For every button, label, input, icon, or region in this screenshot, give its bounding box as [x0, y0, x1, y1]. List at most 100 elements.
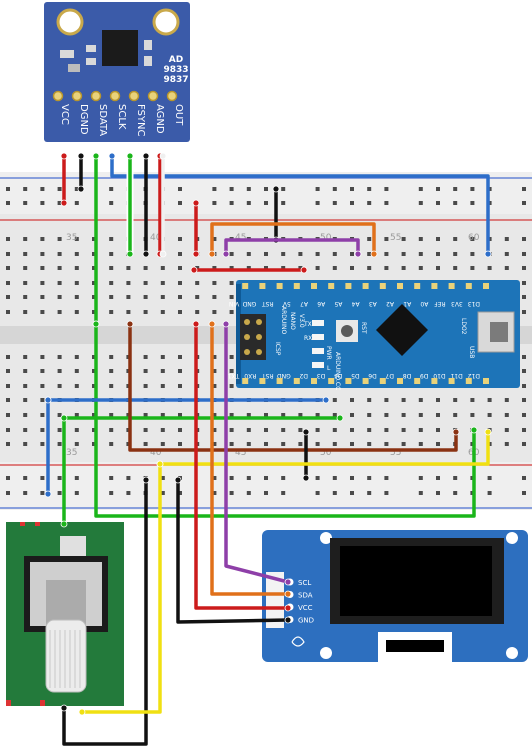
breadboard-hole	[40, 201, 45, 205]
nano-bottom-label-d9: D9	[420, 372, 429, 379]
breadboard-hole	[350, 476, 354, 480]
breadboard-hole	[92, 310, 96, 314]
breadboard-hole	[367, 201, 372, 205]
breadboard-hole	[74, 310, 79, 314]
breadboard-hole	[40, 252, 45, 256]
breadboard-hole	[246, 252, 251, 256]
breadboard-hole	[109, 237, 114, 241]
breadboard-hole	[332, 413, 337, 417]
breadboard-hole	[74, 281, 79, 285]
breadboard-hole	[229, 295, 234, 299]
oled-screen	[340, 546, 492, 616]
encoder-pad	[40, 700, 45, 706]
nano-pin-vin	[242, 283, 249, 289]
breadboard-hole	[418, 428, 423, 432]
nano-bottom-label-d5: D5	[351, 372, 360, 379]
ldo-label: LDO2	[460, 318, 467, 335]
wires	[44, 152, 492, 746]
encoder-pad	[6, 700, 11, 706]
breadboard-hole	[74, 413, 79, 417]
breadboard-hole	[109, 310, 114, 314]
breadboard-hole	[350, 491, 354, 495]
breadboard-hole	[367, 252, 372, 256]
wire-ad-sclk-end	[108, 152, 116, 160]
oled-mount-hole	[320, 532, 332, 544]
ad-pin-label-vcc: VCC	[59, 104, 70, 125]
breadboard-hole	[246, 442, 251, 446]
breadboard-hole	[6, 266, 10, 270]
breadboard-hole	[487, 398, 492, 402]
breadboard-hole	[246, 476, 251, 480]
nano-pin-a1	[414, 283, 421, 289]
breadboard-hole	[6, 252, 10, 256]
breadboard-hole	[195, 310, 200, 314]
breadboard-hole	[298, 266, 303, 270]
wire-gnd-top-end	[272, 185, 280, 193]
breadboard-hole	[212, 266, 217, 270]
breadboard-hole	[504, 266, 509, 270]
breadboard-hole	[418, 237, 423, 241]
breadboard-hole	[229, 491, 234, 495]
breadboard-hole	[453, 413, 458, 417]
microcontroller-chip	[376, 304, 428, 356]
breadboard-hole	[178, 252, 182, 256]
breadboard-hole	[6, 237, 10, 241]
breadboard-hole	[6, 384, 10, 388]
breadboard-hole	[281, 491, 286, 495]
breadboard-hole	[109, 295, 114, 299]
breadboard-hole	[367, 476, 372, 480]
wire-vcc-top-end	[192, 199, 200, 207]
breadboard-hole	[281, 266, 286, 270]
nano-bottom-label-d8: D8	[403, 372, 412, 379]
breadboard-hole	[109, 201, 114, 205]
breadboard-hole	[23, 476, 28, 480]
nano-bottom-label-rx0: RX0	[244, 372, 256, 379]
breadboard-hole	[264, 413, 268, 417]
breadboard-hole	[23, 310, 28, 314]
breadboard-hole	[315, 252, 320, 256]
nano-bottom-label-d11: D11	[450, 372, 462, 379]
breadboard-hole	[453, 201, 458, 205]
oled-grove-connector	[266, 572, 284, 628]
nano-pin-ref	[448, 283, 455, 289]
breadboard-hole	[57, 355, 62, 359]
breadboard-hole	[281, 252, 286, 256]
breadboard-hole	[57, 413, 62, 417]
breadboard-hole	[6, 428, 10, 432]
wire-green-encoder-end	[60, 520, 68, 528]
breadboard-hole	[92, 295, 96, 299]
ad-chip	[102, 30, 138, 66]
breadboard-hole	[160, 442, 165, 446]
breadboard-hole	[522, 281, 526, 285]
breadboard-hole	[160, 491, 165, 495]
breadboard-hole	[315, 476, 320, 480]
wire-brown-end	[452, 428, 460, 436]
reset-button-cap[interactable]	[341, 325, 353, 337]
breadboard-hole	[522, 442, 526, 446]
breadboard-hole	[74, 237, 79, 241]
wire-vcc-top-end	[192, 250, 200, 258]
breadboard-hole	[212, 413, 217, 417]
nano-pin-a4	[362, 283, 369, 289]
breadboard-hole	[92, 413, 96, 417]
breadboard-hole	[74, 428, 79, 432]
breadboard-hole	[522, 398, 526, 402]
breadboard-hole	[418, 187, 423, 191]
breadboard-hole	[453, 491, 458, 495]
breadboard-hole	[6, 295, 10, 299]
breadboard-hole	[212, 281, 217, 285]
breadboard-hole	[522, 428, 526, 432]
ad-pin-label-out: OUT	[173, 104, 184, 126]
breadboard-hole	[40, 491, 45, 495]
nano-bottom-label-d2: D2	[299, 372, 308, 379]
oled-pin-label-scl: SCL	[298, 579, 311, 587]
breadboard-hole	[178, 187, 182, 191]
breadboard-hole	[23, 187, 28, 191]
breadboard-hole	[212, 476, 217, 480]
grove-logo-icon	[291, 636, 305, 647]
wire-black-short-end	[302, 428, 310, 436]
ad-module-board	[44, 2, 190, 142]
encoder-pad	[35, 522, 40, 526]
breadboard-hole	[298, 442, 303, 446]
